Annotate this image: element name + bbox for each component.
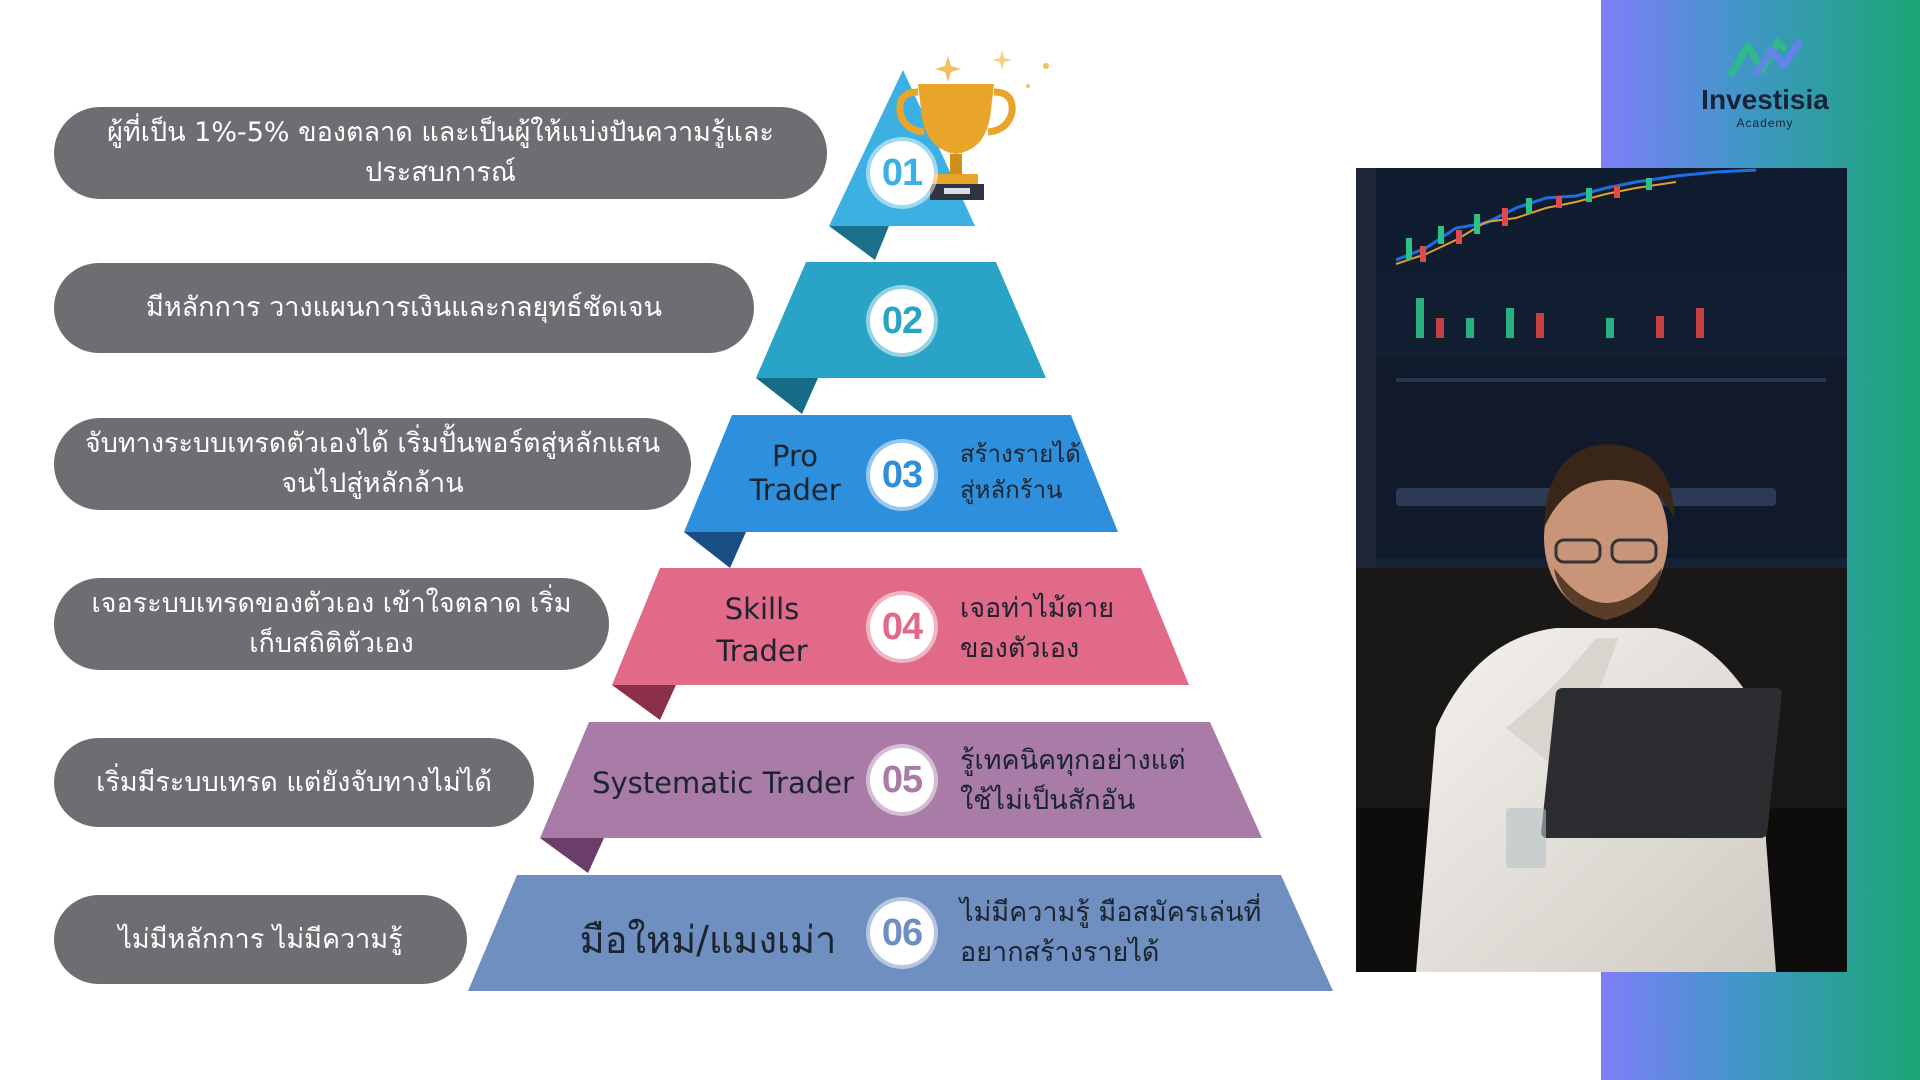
tier-03-badge: 03 xyxy=(870,443,934,507)
pill-tier-04: เจอระบบเทรดของตัวเอง เข้าใจตลาด เริ่มเก็… xyxy=(54,578,609,670)
pill-tier-03: จับทางระบบเทรดตัวเองได้ เริ่มปั้นพอร์ตสู… xyxy=(54,418,691,510)
tier-05-desc: รู้เทคนิคทุกอย่างแต่ใช้ไม่เป็นสักอัน xyxy=(960,745,1186,816)
tier-03-label: Pro Trader xyxy=(749,439,841,507)
tier-06-badge: 06 xyxy=(870,901,934,965)
tier-04-label: Skills Trader xyxy=(716,592,808,668)
tier-04-desc: เจอท่าไม้ตายของตัวเอง xyxy=(960,593,1115,664)
tier-06-desc: ไม่มีความรู้ มือสมัครเล่นที่อยากสร้างราย… xyxy=(960,897,1262,968)
trader-photo xyxy=(1356,168,1847,972)
tier-06-label: มือใหม่/แมงเม่า xyxy=(579,918,837,962)
pill-tier-01: ผู้ที่เป็น 1%-5% ของตลาด และเป็นผู้ให้แบ… xyxy=(54,107,827,199)
tier-05-fold xyxy=(540,838,604,873)
tier-02-fold xyxy=(756,378,818,414)
tier-05-badge: 05 xyxy=(870,748,934,812)
tier-04-fold xyxy=(612,685,676,720)
pill-tier-05: เริ่มมีระบบเทรด แต่ยังจับทางไม่ได้ xyxy=(54,738,534,827)
tier-03-desc: สร้างรายได้สู่หลักร้าน xyxy=(960,440,1081,504)
pill-tier-06: ไม่มีหลักการ ไม่มีความรู้ xyxy=(54,895,467,984)
logo: Investisia Academy xyxy=(1690,36,1840,136)
tier-04-badge: 04 xyxy=(870,595,934,659)
trophy-icon xyxy=(896,50,1049,200)
tier-01-fold xyxy=(829,226,889,260)
tier-02-badge: 02 xyxy=(870,289,934,353)
tier-01-badge: 01 xyxy=(870,141,934,205)
pill-tier-02: มีหลักการ วางแผนการเงินและกลยุทธ์ชัดเจน xyxy=(54,263,754,353)
brand-name: Investisia xyxy=(1701,84,1829,115)
tier-03-fold xyxy=(684,532,746,568)
brand-sub: Academy xyxy=(1736,116,1794,130)
logo-mark-icon xyxy=(1726,38,1803,78)
tier-05-label: Systematic Trader xyxy=(592,766,854,800)
